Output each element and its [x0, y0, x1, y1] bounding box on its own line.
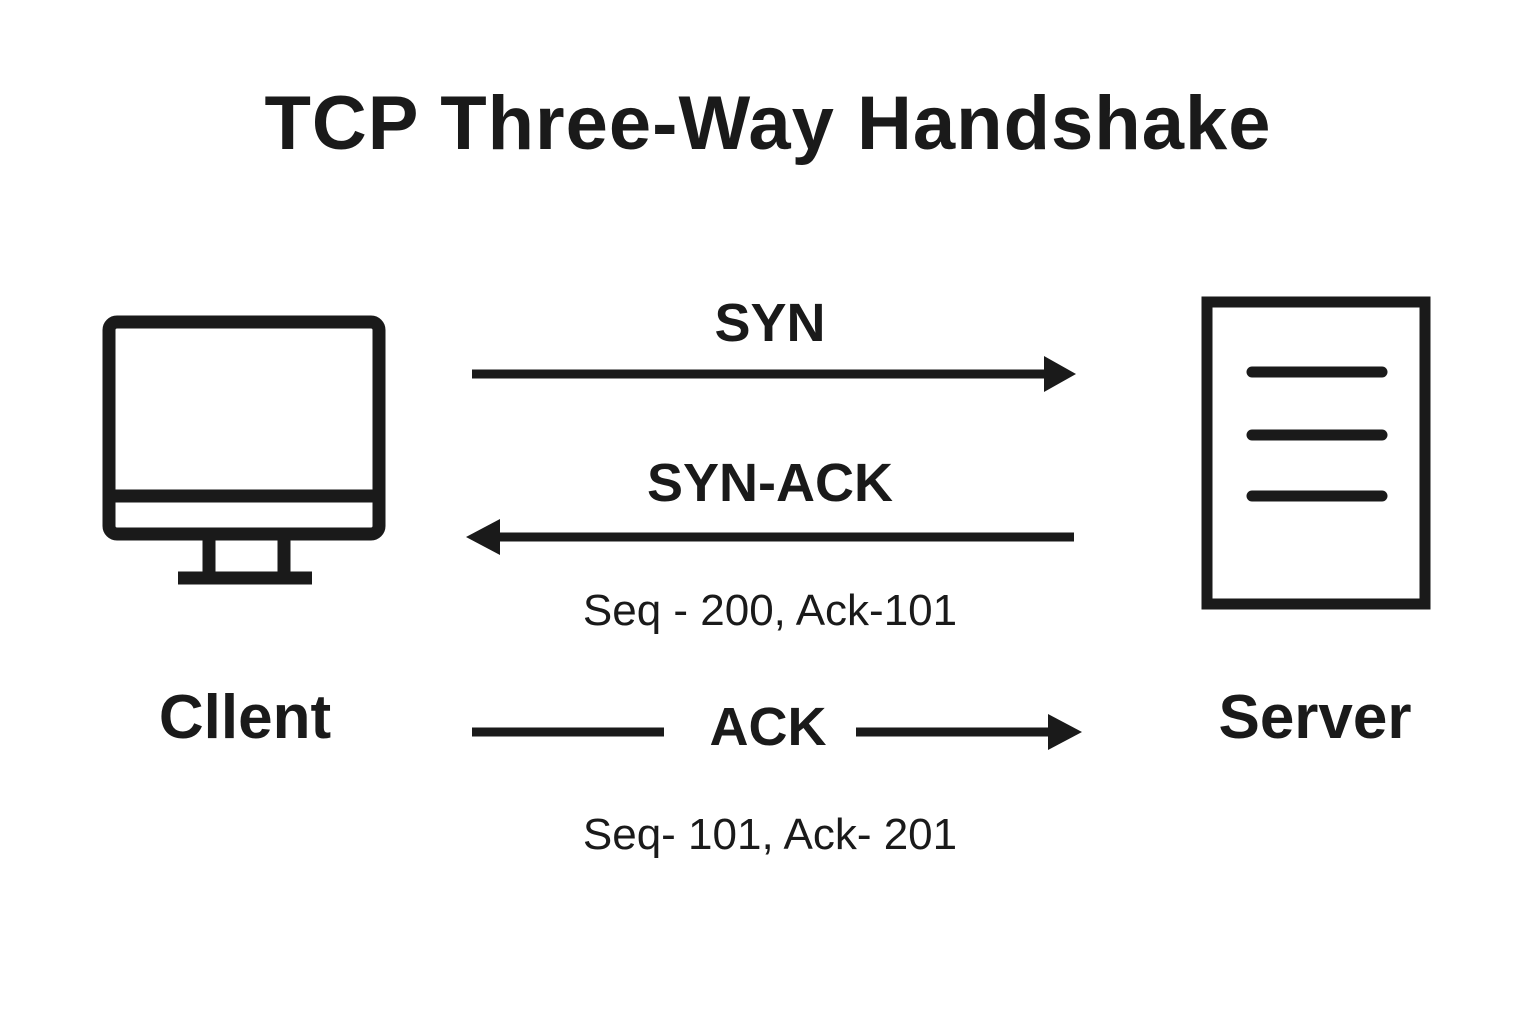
ack-arrow: [472, 714, 1082, 750]
syn-label: SYN: [714, 293, 826, 353]
syn-ack-seq-detail: Seq - 200, Ack-101: [582, 586, 958, 635]
diagram-title: TCP Three-Way Handshake: [264, 81, 1272, 166]
ack-label: ACK: [709, 697, 827, 757]
server-document-icon: [1201, 296, 1431, 610]
syn-arrow: [472, 356, 1076, 392]
server-label: Server: [1218, 683, 1412, 752]
syn-ack-label: SYN-ACK: [646, 453, 893, 513]
client-label: Cllent: [158, 683, 332, 752]
syn-ack-arrow: [466, 519, 1074, 555]
ack-seq-detail: Seq- 101, Ack- 201: [582, 810, 958, 859]
monitor-icon: [102, 315, 386, 585]
